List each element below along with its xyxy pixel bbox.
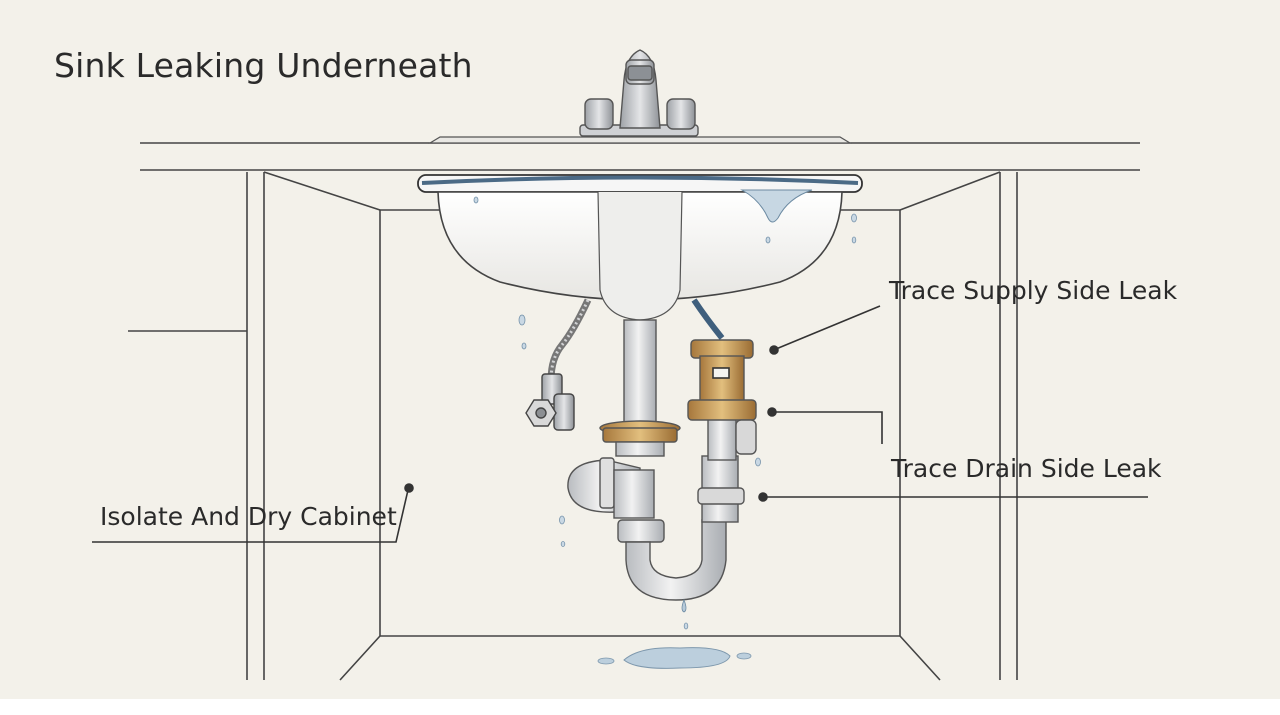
label-cabinet: Isolate And Dry Cabinet — [100, 502, 397, 531]
drain-stack — [687, 339, 757, 461]
shutoff-valve — [525, 373, 575, 431]
faucet — [579, 49, 699, 137]
tailpiece — [599, 319, 681, 457]
callout-cabinet — [92, 483, 414, 543]
label-drain-leak: Trace Drain Side Leak — [891, 454, 1162, 483]
water-puddle — [597, 647, 752, 669]
sink-basin — [417, 136, 863, 321]
page-title: Sink Leaking Underneath — [54, 46, 473, 85]
callout-drain — [758, 407, 1148, 502]
cabinet — [128, 142, 1140, 681]
p-trap — [567, 455, 745, 613]
callout-supply — [769, 305, 881, 355]
water-drips — [473, 196, 857, 630]
label-supply-leak: Trace Supply Side Leak — [889, 276, 1178, 305]
bottom-strip — [0, 699, 1280, 715]
